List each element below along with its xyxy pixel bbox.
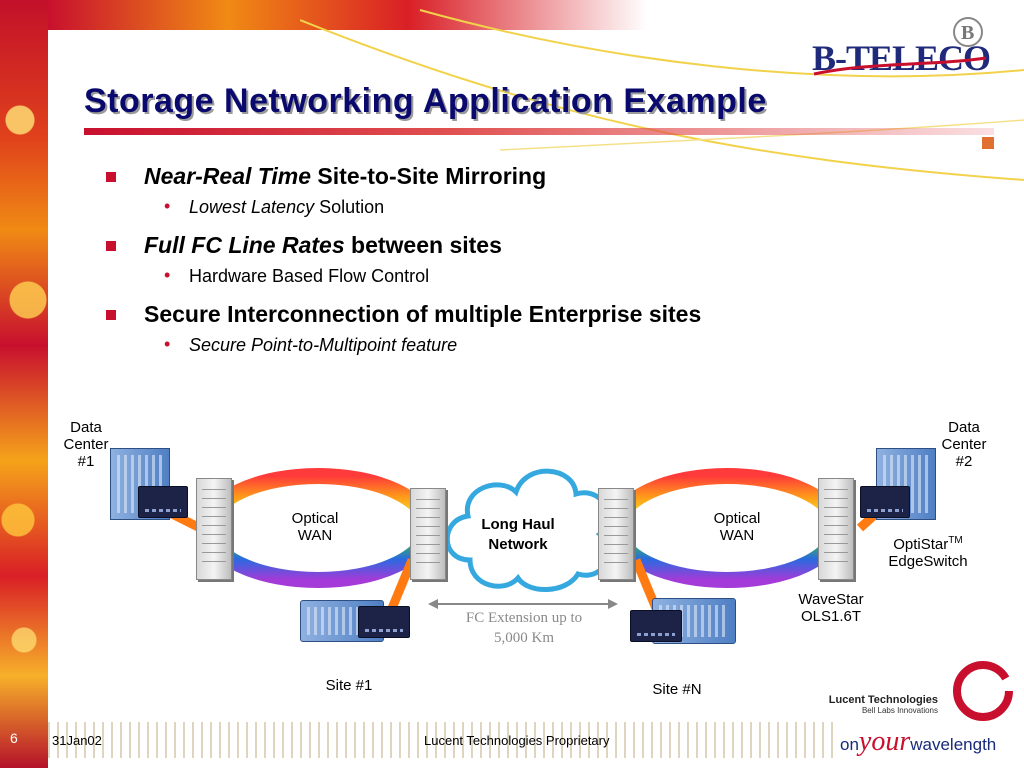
- bullet-marker-2: [106, 241, 116, 251]
- left-decorative-glow: [0, 0, 48, 768]
- wavestar-rack-2: [410, 488, 446, 580]
- site-1-label: Site #1: [325, 677, 373, 694]
- wan-right-line2: WAN: [719, 527, 755, 544]
- sub-bullet-1: Lowest Latency Solution: [189, 197, 384, 218]
- wavestar-line2: OLS1.6T: [800, 608, 862, 625]
- dc2-line1: Data: [948, 419, 980, 436]
- slogan-on: on: [840, 735, 859, 754]
- top-decorative-band: [48, 0, 648, 30]
- b-telecom-logo: B B-TELECOM: [810, 14, 1024, 80]
- fc-extension-label: FC Extension up to 5,000 Km: [448, 608, 600, 648]
- on-your-wavelength-slogan: onyourwavelength: [840, 726, 996, 758]
- dc1-line1: Data: [70, 419, 102, 436]
- wavestar-rack-3: [598, 488, 634, 580]
- svg-text:B-TELECOM: B-TELECOM: [812, 38, 990, 78]
- bullet-1: Near-Real Time Site-to-Site Mirroring: [144, 163, 546, 190]
- sub-bullet-dot-2: •: [164, 265, 171, 285]
- page-number: 6: [10, 730, 18, 746]
- footer-date: 31Jan02: [52, 733, 102, 748]
- bullet-1-emphasis: Near-Real Time: [144, 163, 312, 189]
- site-n-label: Site #N: [652, 681, 702, 698]
- edge-switch-1: [138, 486, 188, 518]
- long-haul-network-label: Long Haul Network: [470, 515, 566, 555]
- lucent-ring-icon: [953, 661, 1013, 721]
- data-center-1-label: Data Center #1: [56, 419, 116, 470]
- edge-switch-name: OptiStar: [893, 536, 949, 553]
- fc-extension-arrowhead-left: [428, 599, 438, 609]
- dc2-line2: Center: [941, 436, 987, 453]
- footer-proprietary: Lucent Technologies Proprietary: [424, 733, 610, 748]
- page-title: Storage Networking Application Example: [84, 82, 767, 120]
- cloud-line1: Long Haul: [481, 516, 555, 533]
- optical-wan-left-label: Optical WAN: [280, 510, 350, 544]
- wan-left-line1: Optical: [291, 510, 339, 527]
- sub-bullet-1-text: Solution: [314, 197, 385, 217]
- bullet-marker-1: [106, 172, 116, 182]
- svg-text:B: B: [961, 22, 974, 44]
- optical-wan-right-label: Optical WAN: [702, 510, 772, 544]
- fc-extension-line2: 5,000 Km: [494, 630, 554, 646]
- wavestar-rack-1: [196, 478, 232, 580]
- sub-bullet-dot-3: •: [164, 334, 171, 354]
- wavestar-label: WaveStar OLS1.6T: [786, 591, 876, 625]
- sub-bullet-3: Secure Point-to-Multipoint feature: [189, 335, 457, 356]
- bullet-3-text: Secure Interconnection of multiple Enter…: [144, 301, 702, 327]
- edge-switch-2: [860, 486, 910, 518]
- lucent-name: Lucent Technologies: [828, 694, 938, 706]
- wavestar-line1: WaveStar: [798, 591, 864, 608]
- sub-bullet-2: Hardware Based Flow Control: [189, 266, 429, 287]
- wan-left-line2: WAN: [297, 527, 333, 544]
- data-center-2-label: Data Center #2: [934, 419, 994, 470]
- slogan-your: your: [858, 726, 911, 757]
- site-n-switch: [630, 610, 682, 642]
- lucent-technologies-logo: Lucent Technologies Bell Labs Innovation…: [812, 694, 938, 715]
- title-rule-square: [982, 137, 994, 149]
- sub-bullet-1-emphasis: Lowest Latency: [189, 197, 315, 217]
- title-underline: [84, 128, 994, 135]
- sub-bullet-3-emphasis: Secure Point-to-Multipoint feature: [189, 335, 458, 355]
- dc1-line2: Center: [63, 436, 109, 453]
- footer-wave-pattern: [48, 722, 838, 758]
- bullet-3: Secure Interconnection of multiple Enter…: [144, 301, 701, 328]
- slogan-wavelength: wavelength: [910, 735, 997, 754]
- fc-extension-line1: FC Extension up to: [465, 610, 583, 626]
- bullet-1-text: Site-to-Site Mirroring: [311, 163, 547, 189]
- edge-switch-line2: EdgeSwitch: [888, 553, 968, 570]
- fc-extension-arrowhead-right: [608, 599, 618, 609]
- sub-bullet-dot-1: •: [164, 196, 171, 216]
- optistar-edgeswitch-label: OptiStarTM EdgeSwitch: [870, 532, 986, 570]
- wan-right-line1: Optical: [713, 510, 761, 527]
- bullet-2-emphasis: Full FC Line Rates: [144, 232, 345, 258]
- wavestar-rack-4: [818, 478, 854, 580]
- site-1-switch: [358, 606, 410, 638]
- b-telecom-logo-art: B B-TELECOM: [812, 17, 1024, 78]
- cloud-line2: Network: [488, 536, 548, 553]
- bullet-marker-3: [106, 310, 116, 320]
- dc1-line3: #1: [77, 453, 95, 470]
- lucent-tagline: Bell Labs Innovations: [861, 706, 938, 715]
- bullet-2: Full FC Line Rates between sites: [144, 232, 502, 259]
- bullet-2-text: between sites: [344, 232, 502, 258]
- edge-switch-tm: TM: [948, 535, 963, 546]
- dc2-line3: #2: [955, 453, 973, 470]
- sub-bullet-2-text: Hardware Based Flow Control: [189, 266, 430, 286]
